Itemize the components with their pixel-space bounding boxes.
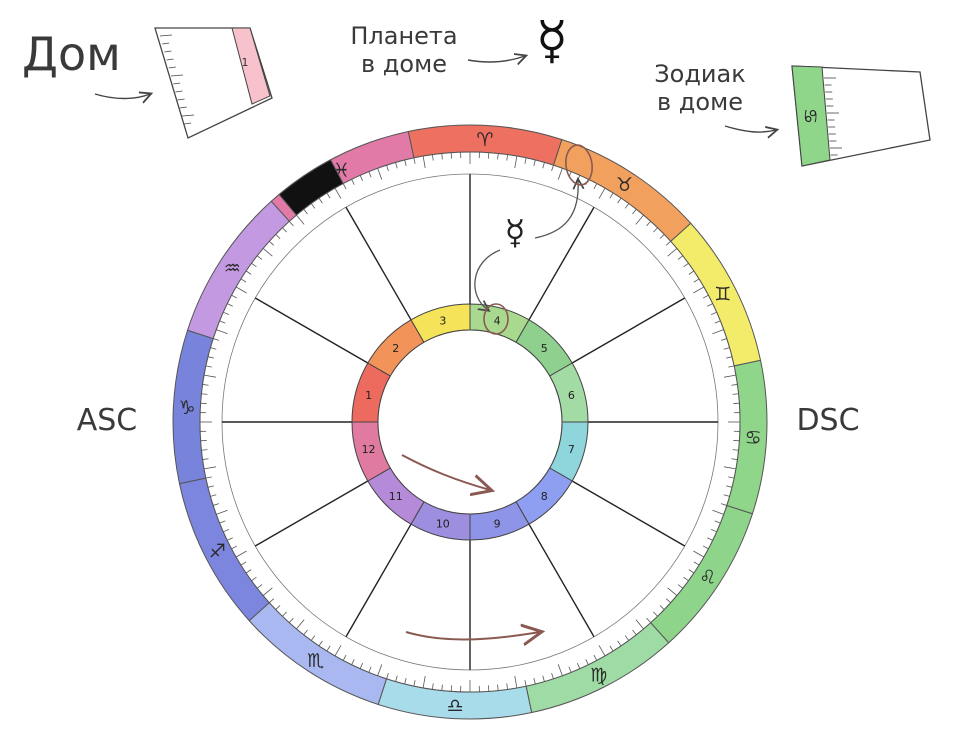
mercury-in-chart-icon: ☿: [505, 213, 526, 253]
house-number: 7: [568, 443, 575, 456]
planet-legend-line1: Планета: [350, 22, 457, 50]
house-legend-title: Дом: [22, 27, 121, 81]
house-number: 3: [439, 315, 446, 328]
mercury-legend-icon: ☿: [536, 11, 568, 71]
house-number: 9: [494, 517, 501, 530]
house-number: 4: [494, 315, 501, 328]
planet-legend-arrow: [468, 56, 525, 62]
zodiac-glyph: ♋: [745, 427, 762, 449]
zodiac-glyph: ♌: [699, 566, 716, 588]
zodiac-legend-line2: в доме: [657, 88, 743, 116]
zodiac-legend-glyph: ♋: [801, 108, 822, 124]
zodiac-glyph: ♊: [714, 283, 731, 305]
zodiac-glyph: ♐: [209, 541, 226, 563]
house-number: 6: [568, 389, 575, 402]
dsc-label: DSC: [796, 403, 859, 438]
zodiac-legend-arrow: [725, 126, 776, 132]
house-legend-number: 1: [242, 56, 249, 69]
zodiac-glyph: ♒: [224, 258, 241, 280]
house-legend-arrow: [95, 94, 150, 99]
asc-label: ASC: [77, 403, 138, 438]
zodiac-legend-swatch: ♋: [792, 66, 930, 166]
zodiac-glyph: ♑: [178, 397, 195, 419]
house-number: 5: [541, 342, 548, 355]
house-number: 2: [392, 342, 399, 355]
zodiac-glyph: ♉: [616, 174, 633, 196]
zodiac-glyph: ♍: [590, 665, 607, 687]
zodiac-legend-line1: Зодиак: [654, 60, 745, 88]
house-number: 10: [436, 517, 450, 530]
house-number: 8: [541, 490, 548, 503]
planet-legend-line2: в доме: [361, 50, 447, 78]
house-number: 12: [362, 443, 376, 456]
zodiac-glyph: ♎: [447, 695, 464, 717]
zodiac-glyph: ♈: [476, 129, 493, 151]
house-number: 1: [365, 389, 372, 402]
house-legend-swatch: 1: [155, 28, 272, 138]
house-number: 11: [389, 490, 403, 503]
zodiac-glyph: ♏: [307, 650, 324, 672]
